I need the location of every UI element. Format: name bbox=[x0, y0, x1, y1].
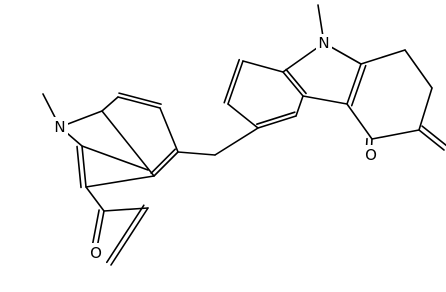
bond-right-c8-c7-inner bbox=[223, 58, 241, 104]
bond-left-c4a-c4b bbox=[85, 175, 155, 188]
bond-right-c4b-c9a-inner bbox=[285, 68, 307, 95]
bond-layer bbox=[42, 4, 446, 266]
bond-left-c7-c6 bbox=[159, 107, 179, 153]
bond-left-c8-c7 bbox=[117, 96, 161, 109]
bond-left-c8-c7-inner bbox=[118, 92, 162, 105]
bond-right-c2-c3 bbox=[418, 87, 433, 131]
bond-right-c1-c2 bbox=[404, 49, 433, 89]
bond-left-c9a-c4a-inner bbox=[76, 145, 82, 189]
atom-o-left: O bbox=[90, 244, 102, 262]
bond-right-c3-c4 bbox=[371, 129, 420, 140]
bond-left-c5-c8a bbox=[101, 110, 155, 177]
bond-right-c4b-c4a bbox=[302, 95, 348, 105]
bond-right-c6-c5-inner bbox=[255, 111, 296, 125]
bond-left-exo-methylene-inner bbox=[106, 204, 145, 264]
bond-right-c4b-c9a bbox=[282, 71, 304, 97]
atom-o-right-background bbox=[363, 145, 379, 163]
bond-right-c8-c7 bbox=[227, 60, 244, 105]
bond-right-c4a-c9b-inner bbox=[350, 64, 367, 107]
atom-o-right: O bbox=[365, 146, 377, 164]
bond-left-c4-c3 bbox=[103, 207, 149, 212]
atom-n-left-background bbox=[52, 117, 68, 135]
atom-n-left: N bbox=[54, 118, 65, 136]
bond-right-exo-methylene-inner bbox=[421, 125, 446, 147]
bond-right-c4a-c9b bbox=[346, 63, 362, 105]
atom-o-left-background bbox=[88, 243, 104, 261]
bond-right-c7-c6 bbox=[227, 103, 259, 129]
atom-n-right-background bbox=[316, 34, 332, 52]
bond-right-c9b-c1 bbox=[360, 49, 406, 65]
bond-left-exo-methylene bbox=[110, 207, 149, 266]
bond-bridge-right bbox=[214, 127, 259, 156]
bond-left-c9a-c4a bbox=[81, 145, 87, 188]
bond-left-c9a-c1 bbox=[81, 145, 149, 171]
bond-right-c9a-c8 bbox=[242, 60, 284, 73]
bond-left-c6-c5 bbox=[153, 151, 179, 177]
bond-right-c6-c5 bbox=[257, 115, 297, 129]
atom-n-right: N bbox=[318, 34, 329, 52]
bond-right-c4-c4a bbox=[346, 103, 373, 140]
bond-bridge-left bbox=[177, 151, 216, 156]
bond-right-exo-methylene bbox=[418, 129, 445, 151]
bond-left-c4a-c4 bbox=[85, 186, 105, 212]
bond-right-c5-c4b bbox=[295, 95, 304, 117]
bond-left-c6-c5-inner bbox=[150, 148, 176, 174]
bond-left-c8a-c8 bbox=[101, 96, 119, 112]
